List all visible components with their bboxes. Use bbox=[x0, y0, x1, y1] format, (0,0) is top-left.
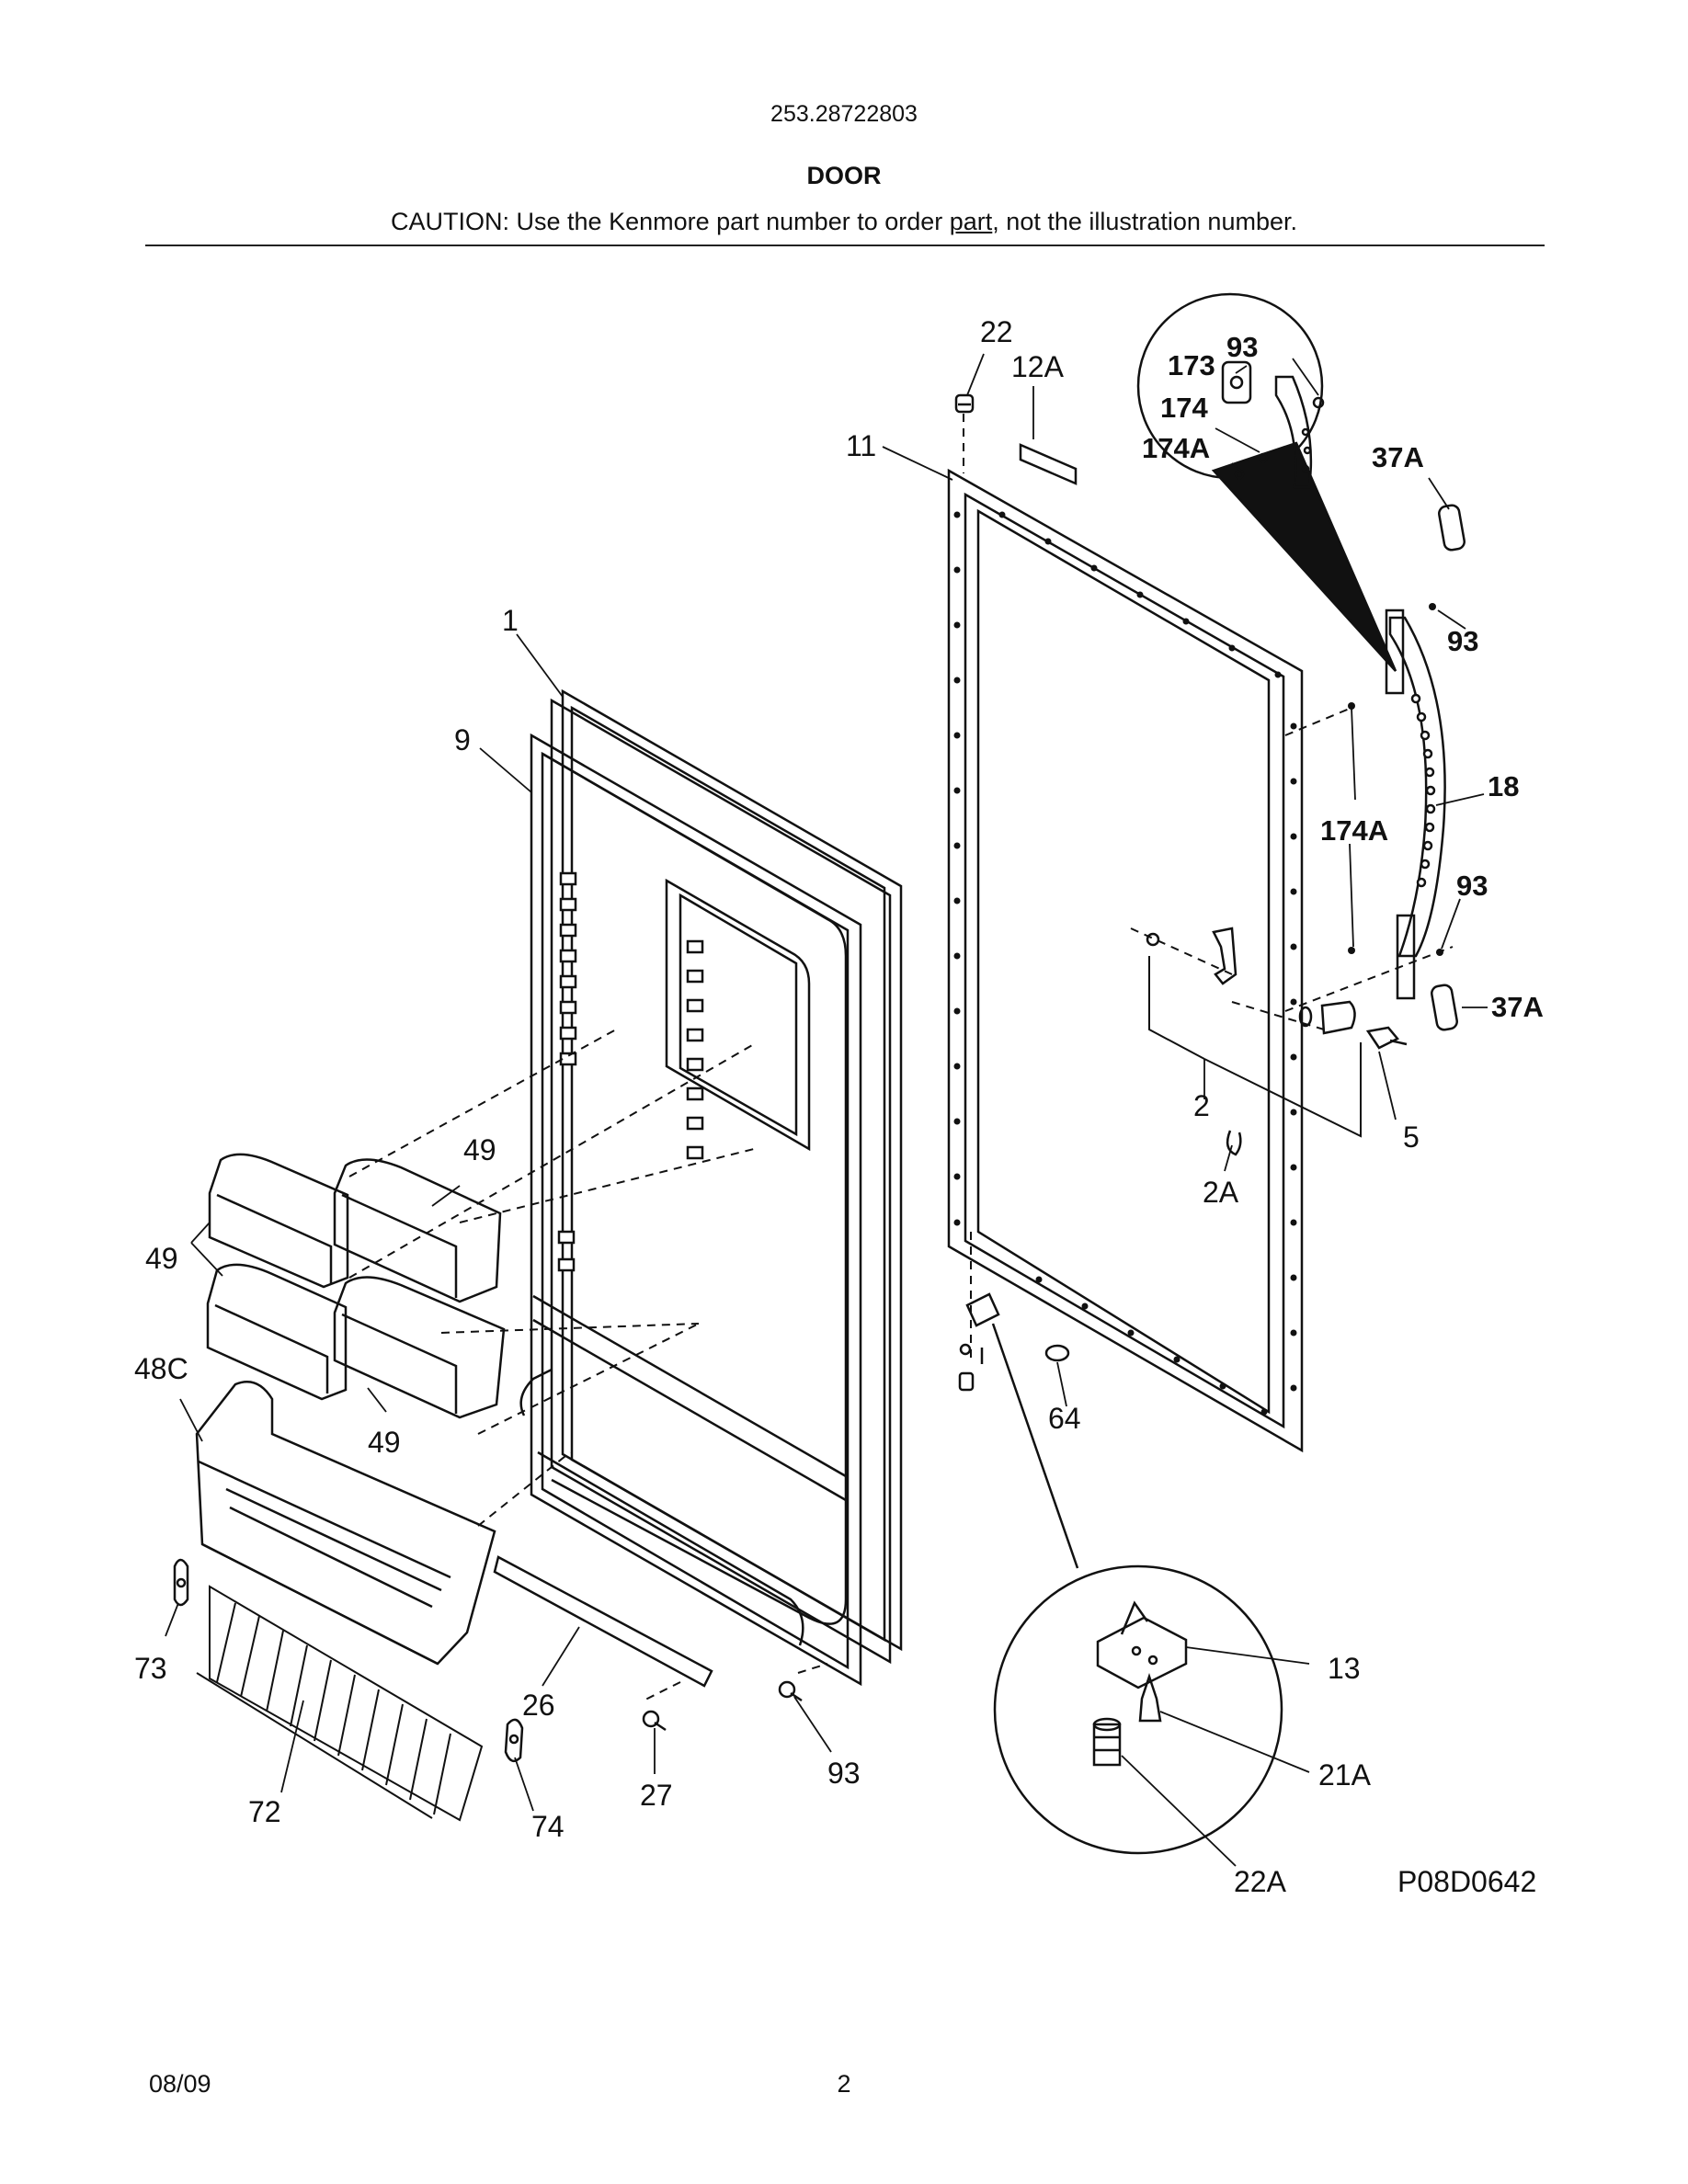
callout-72: 72 bbox=[248, 1795, 281, 1828]
caution-text-start: CAUTION: Use the Kenmore part number to … bbox=[391, 208, 950, 235]
callout-12a: 12A bbox=[1011, 350, 1065, 383]
callout-173: 173 bbox=[1168, 349, 1215, 381]
callout-21a: 21A bbox=[1318, 1758, 1372, 1792]
page-number: 2 bbox=[837, 2070, 851, 2098]
callout-9: 9 bbox=[454, 723, 471, 756]
callout-22: 22 bbox=[980, 315, 1013, 348]
callout-11: 11 bbox=[846, 429, 876, 462]
screw-bottom-right bbox=[778, 1680, 803, 1702]
top-plug bbox=[954, 393, 975, 414]
inner-door-liner bbox=[519, 733, 862, 1687]
callout-93-top: 93 bbox=[1447, 625, 1478, 657]
section-title: DOOR bbox=[806, 162, 882, 189]
callout-2: 2 bbox=[1193, 1089, 1210, 1122]
large-door-bin bbox=[195, 1381, 496, 1666]
assembly-guide-lines bbox=[348, 414, 1454, 1701]
callout-174a: 174A bbox=[1320, 814, 1388, 847]
door-bin bbox=[333, 1276, 506, 1419]
callout-13: 13 bbox=[1328, 1652, 1361, 1685]
lock-callout-brackets bbox=[1148, 956, 1362, 1138]
handle-end-cap bbox=[1431, 984, 1458, 1031]
callout-49-upper: 49 bbox=[463, 1133, 496, 1166]
footer-date: 08/09 bbox=[149, 2070, 211, 2098]
callout-leaders bbox=[165, 353, 1488, 1867]
callout-73: 73 bbox=[134, 1652, 167, 1685]
label-12a bbox=[1019, 443, 1078, 485]
door-bin bbox=[206, 1263, 348, 1401]
handle-screws bbox=[1348, 603, 1443, 956]
caution-note: CAUTION: Use the Kenmore part number to … bbox=[0, 208, 1688, 236]
callout-5: 5 bbox=[1403, 1120, 1420, 1154]
header-divider bbox=[145, 245, 1545, 246]
callout-26: 26 bbox=[522, 1689, 555, 1722]
callout-1: 1 bbox=[502, 604, 519, 637]
callout-174: 174 bbox=[1160, 392, 1208, 424]
door-bin bbox=[208, 1153, 349, 1289]
shelf-retainer-bar bbox=[493, 1555, 713, 1688]
callout-93-mid: 93 bbox=[1456, 870, 1488, 902]
figure-code: P08D0642 bbox=[1397, 1865, 1536, 1898]
callout-18: 18 bbox=[1488, 770, 1519, 802]
callout-64: 64 bbox=[1048, 1402, 1081, 1435]
wire-basket bbox=[196, 1585, 484, 1822]
basket-bracket-right bbox=[504, 1718, 524, 1763]
model-number: 253.28722803 bbox=[770, 101, 918, 127]
callout-174a-detail: 174A bbox=[1142, 432, 1210, 464]
callout-2a: 2A bbox=[1203, 1176, 1239, 1209]
callout-22a: 22A bbox=[1234, 1865, 1287, 1898]
callout-74: 74 bbox=[531, 1810, 565, 1843]
callout-49-left: 49 bbox=[145, 1242, 178, 1275]
callout-93-bottom: 93 bbox=[827, 1757, 861, 1790]
door-handle bbox=[1385, 609, 1446, 1000]
caution-text-end: , not the illustration number. bbox=[992, 208, 1297, 235]
outer-door-panel bbox=[947, 468, 1304, 1453]
handle-detail-circle bbox=[1136, 292, 1397, 672]
hinge-bracket-small bbox=[958, 1292, 1000, 1392]
callout-49-lower: 49 bbox=[368, 1426, 401, 1459]
callout-37a-top: 37A bbox=[1372, 441, 1424, 473]
hinge-detail-circle bbox=[991, 1323, 1283, 1855]
callout-93-detail: 93 bbox=[1226, 331, 1258, 363]
callout-27: 27 bbox=[640, 1779, 673, 1812]
callout-37a-bottom: 37A bbox=[1491, 991, 1544, 1023]
caution-underlined-word: part bbox=[949, 208, 993, 235]
basket-bracket-left bbox=[173, 1558, 189, 1607]
lock-assembly bbox=[1146, 927, 1408, 1156]
hinge-cap bbox=[1044, 1344, 1070, 1362]
door-gasket bbox=[550, 688, 903, 1665]
screw-bottom-left bbox=[642, 1710, 667, 1732]
handle-end-cap bbox=[1438, 504, 1466, 552]
callout-48c: 48C bbox=[134, 1352, 188, 1385]
door-bin bbox=[333, 1158, 502, 1303]
